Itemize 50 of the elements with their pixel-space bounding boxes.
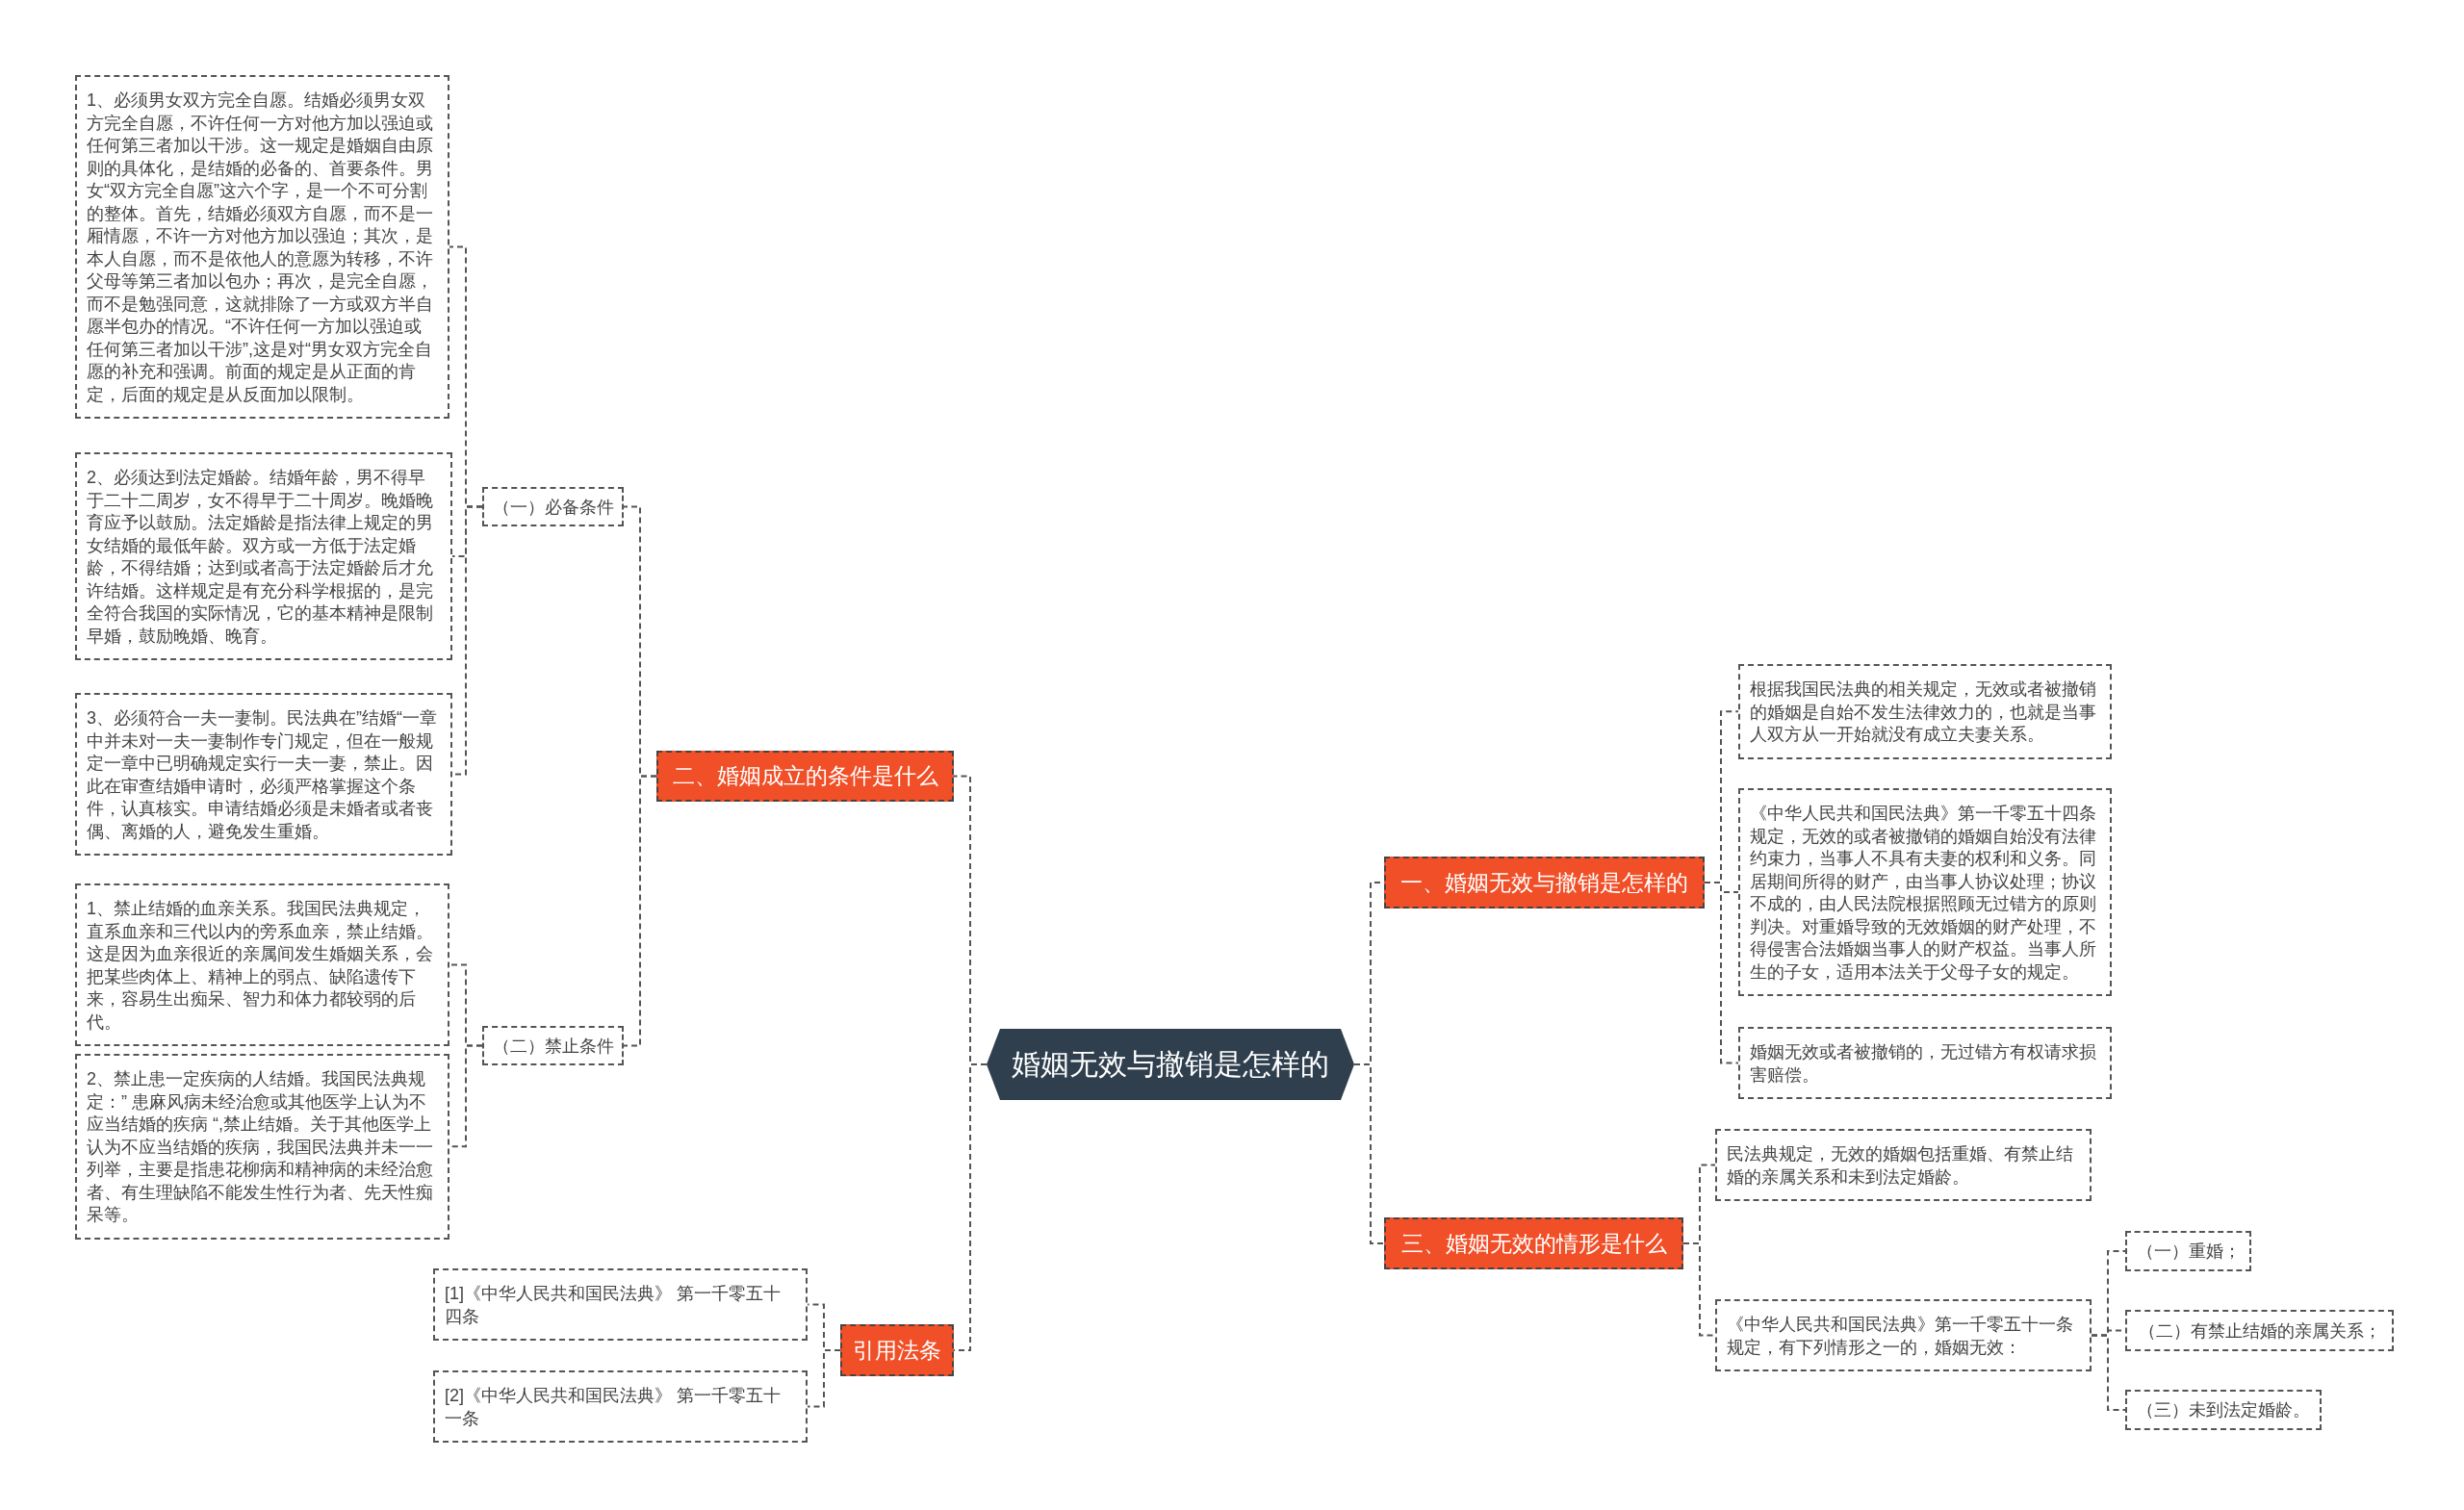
subtopic-text: （二）有禁止结婚的亲属关系；: [2138, 1319, 2381, 1343]
connector-line: [1682, 1242, 1716, 1337]
subtopic-text: （二）禁止条件: [492, 1035, 614, 1058]
note-text: 《中华人民共和国民法典》第一千零五十一条规定，有下列情形之一的，婚姻无效：: [1727, 1315, 2073, 1357]
note-text: 根据我国民法典的相关规定，无效或者被撤销的婚姻是自始不发生法律效力的，也就是当事人双方从一开始就没有成立夫妻关系。: [1750, 679, 2096, 744]
subtopic-text: （一）重婚；: [2136, 1241, 2241, 1263]
note-text: 2、禁止患一定疾病的人结婚。我国民法典规定：” 患麻风病未经治愈或其他医学上认为不应当结婚的疾病 “,禁止结婚。关于其他医学上认为不应当结婚的疾病，我国民法典并未一一列举，主要是指患花柳病和精神病的未经治愈者、有生理缺陷不能发生性行为者、先天性痴呆等。: [87, 1069, 433, 1224]
note-box: [1715, 1299, 2092, 1371]
note-box: [75, 75, 449, 419]
note-box: [75, 883, 449, 1046]
subtopic-box: [482, 487, 624, 526]
note-box: [433, 1268, 808, 1341]
connector-line: [623, 775, 657, 1047]
note-box: [75, 452, 452, 660]
note-box: [1715, 1129, 2092, 1201]
note-box: [1738, 1027, 2112, 1099]
connector-line: [1353, 1063, 1385, 1244]
note-text: 2、必须达到法定婚龄。结婚年龄，男不得早于二十二周岁，女不得早于二十周岁。晚婚晚育应予以鼓励。法定婚龄是指法律上规定的男女结婚的最低年龄。双方或一方低于法定婚龄，不得结婚；达到或者高于法定婚龄后才允许结婚。这样规定是有充分科学根据的，是完全符合我国的实际情况，它的基本精神是限制早婚，鼓励晚婚、晚育。: [87, 468, 433, 646]
note-text: 《中华人民共和国民法典》第一千零五十四条规定，无效的或者被撤销的婚姻自始没有法律约束力，当事人不具有夫妻的权利和义务。同居期间所得的财产，由当事人协议处理；协议不成的，由人民法院根据照顾无过错方的原则判决。对重婚导致的无效婚姻的财产处理，不得侵害合法婚姻当事人的财产权益。当事人所生的子女，适用本法关于父母子女的规定。: [1750, 804, 2096, 982]
note-text: 1、必须男女双方完全自愿。结婚必须男女双方完全自愿，不许任何一方对他方加以强迫或任何第三者加以干涉。这一规定是婚姻自由原则的具体化，是结婚的必备的、首要条件。男女“双方完全自愿”这六个字，是一个不可分割的整体。首先，结婚必须双方自愿，而不是一厢情愿，不许一方对他方加以强迫；其次，是本人自愿，而不是依他人的意愿为转移，不许父母等第三者加以包办；再次，是完全自愿，而不是勉强同意，这就排除了一方或双方半自愿半包办的情况。“不许任何一方加以强迫或任何第三者加以干涉”,这是对“男女双方完全自愿的补充和强调。前面的规定是从正面的肯定，后面的规定是从反面加以限制。: [87, 90, 433, 404]
subtopic-text: （一）必备条件: [492, 496, 614, 519]
branch-box: [840, 1324, 954, 1376]
note-box: [75, 693, 452, 856]
note-box: [433, 1370, 808, 1443]
note-text: 3、必须符合一夫一妻制。民法典在”结婚“一章中并未对一夫一妻制作专门规定，但在一般规定一章中已明确规定实行一夫一妻，禁止。因此在审查结婚申请时，必须严格掌握这个条件，认真核实。申请结婚必须是未婚者或者丧偶、离婚的人，避免发生重婚。: [87, 708, 437, 841]
note-box: [1738, 788, 2112, 996]
note-box: [75, 1054, 449, 1240]
connector-line: [2091, 1334, 2126, 1411]
connector-line: [1704, 882, 1739, 1064]
connector-line: [807, 1349, 841, 1408]
subtopic-box: [2125, 1310, 2394, 1351]
subtopic-box: [2125, 1390, 2322, 1430]
branch-box: [1384, 1217, 1683, 1269]
branch-title: 二、婚姻成立的条件是什么: [672, 762, 938, 790]
branch-box: [656, 751, 954, 802]
topic-title: 婚姻无效与撤销是怎样的: [1012, 1046, 1329, 1082]
branch-title: 一、婚姻无效与撤销是怎样的: [1400, 868, 1688, 897]
topic-hexagon: [987, 1029, 1354, 1100]
note-text: [1]《中华人民共和国民法典》 第一千零五十四条: [445, 1284, 781, 1326]
branch-title: 引用法条: [853, 1336, 941, 1365]
note-text: 婚姻无效或者被撤销的，无过错方有权请求损害赔偿。: [1750, 1042, 2096, 1085]
note-box: [1738, 664, 2112, 759]
subtopic-box: [2125, 1231, 2251, 1271]
subtopic-box: [482, 1026, 624, 1065]
branch-box: [1384, 857, 1705, 909]
subtopic-text: （三）未到法定婚龄。: [2137, 1399, 2310, 1421]
note-text: [2]《中华人民共和国民法典》 第一千零五十一条: [445, 1386, 781, 1428]
note-text: 1、禁止结婚的血亲关系。我国民法典规定，直系血亲和三代以内的旁系血亲，禁止结婚。这是因为血亲很近的亲属间发生婚姻关系，会把某些肉体上、精神上的弱点、缺陷遗传下来，容易生出痴呆、智力和体力都较弱的后代。: [87, 899, 433, 1032]
branch-title: 三、婚姻无效的情形是什么: [1400, 1229, 1667, 1258]
note-text: 民法典规定，无效的婚姻包括重婚、有禁止结婚的亲属关系和未到法定婚龄。: [1727, 1144, 2073, 1187]
